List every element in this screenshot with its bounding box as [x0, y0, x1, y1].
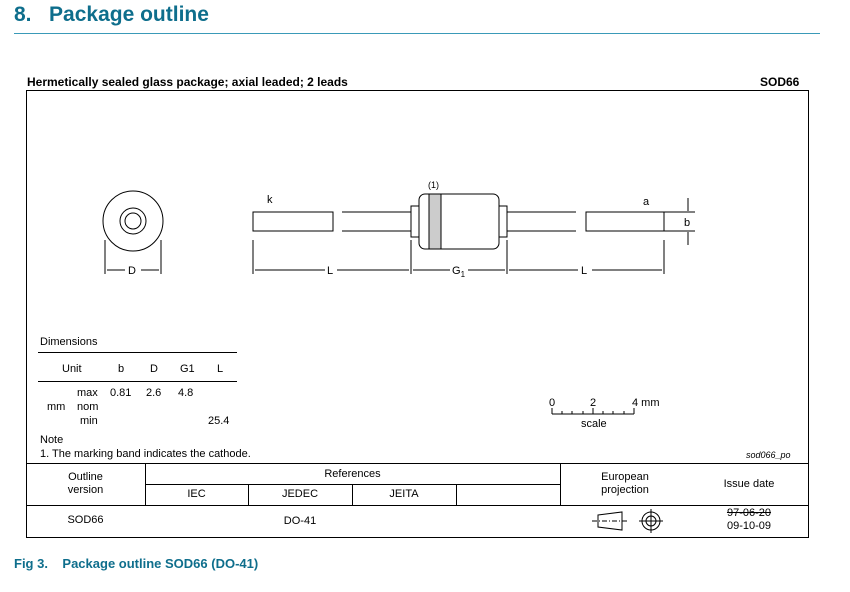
scale-0: 0	[549, 397, 555, 409]
label-D: D	[128, 265, 136, 277]
note-title: Note	[40, 434, 64, 446]
G1-max: 4.8	[178, 387, 194, 399]
figure-caption: Fig 3. Package outline SOD66 (DO-41)	[14, 556, 259, 571]
package-description: Hermetically sealed glass package; axial…	[27, 75, 348, 89]
package-drawing: D k a b (1) L L G1 0 2 4 mm scale	[102, 180, 695, 430]
dimensions-title: Dimensions	[40, 336, 98, 348]
label-a: a	[643, 196, 650, 208]
label-L-right: L	[581, 265, 587, 277]
section-title: 8. Package outline	[14, 3, 209, 27]
b-max: 0.81	[110, 387, 132, 399]
unit-mm: mm	[47, 401, 66, 413]
section-number: 8.	[14, 3, 32, 26]
iec-header: IEC	[187, 488, 206, 500]
package-code: SOD66	[760, 75, 800, 89]
L-min: 25.4	[208, 415, 230, 427]
label-k: k	[267, 194, 273, 206]
old-issue-date: 97-06-20	[726, 507, 772, 519]
drawing-frame	[26, 90, 809, 538]
scale-2: 2	[590, 397, 596, 409]
jeita-header: JEITA	[389, 488, 419, 500]
section-title-text: Package outline	[49, 3, 209, 26]
row-max: max	[77, 387, 98, 399]
scale-bar	[551, 408, 635, 415]
end-view	[102, 190, 164, 274]
header-G1: G1	[180, 363, 195, 375]
references-header: References	[324, 468, 381, 480]
label-L-left: L	[327, 265, 333, 277]
jedec-value: DO-41	[283, 515, 317, 527]
outline-value: SOD66	[67, 514, 104, 526]
row-nom: nom	[77, 401, 99, 413]
header-D: D	[150, 363, 158, 375]
header-unit: Unit	[62, 363, 82, 375]
issue-date: 09-10-09	[726, 520, 772, 532]
row-min: min	[80, 415, 98, 427]
scale-label: scale	[581, 418, 607, 430]
label-b: b	[684, 217, 690, 229]
jedec-header: JEDEC	[281, 488, 319, 500]
header-L: L	[217, 363, 224, 375]
scale-4mm: 4 mm	[632, 397, 660, 409]
issue-date-header: Issue date	[723, 478, 775, 490]
header-b: b	[118, 363, 125, 375]
label-G1: G1	[452, 265, 466, 279]
drawing-id: sod066_po	[746, 450, 791, 460]
european-projection-icon	[592, 509, 663, 533]
note-text: 1. The marking band indicates the cathod…	[40, 448, 251, 460]
side-view	[252, 193, 695, 274]
D-max: 2.6	[146, 387, 162, 399]
title-rule	[14, 33, 820, 34]
marking-ref: (1)	[428, 180, 439, 190]
